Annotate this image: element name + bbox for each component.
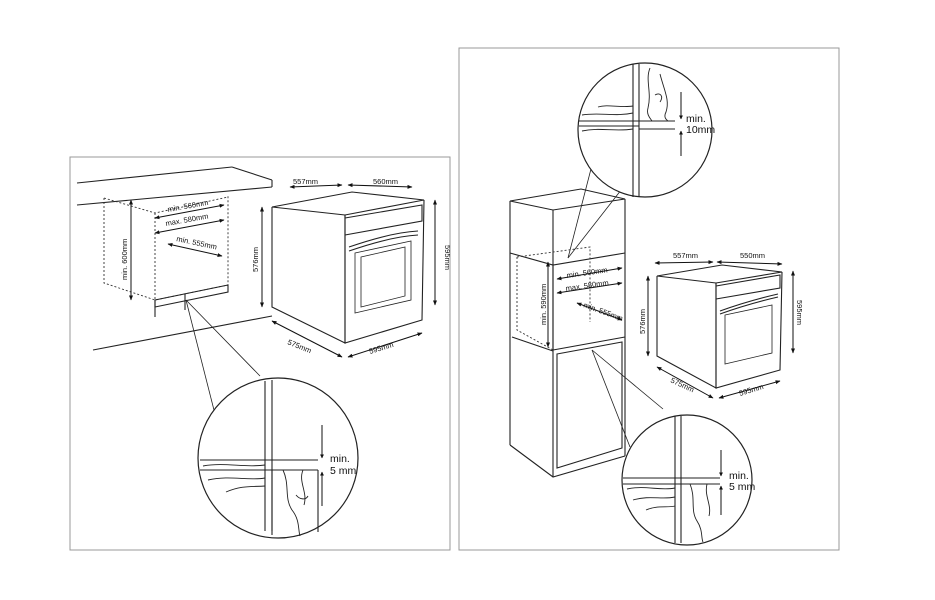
left-oven-depth-top: 557mm — [293, 177, 318, 186]
left-clearance-detail — [185, 299, 359, 539]
right-oven-height-body: 576mm — [638, 309, 647, 334]
right-top-detail-label-line1: min. — [686, 113, 706, 125]
left-oven-height-front: 595mm — [443, 245, 452, 270]
left-oven — [260, 183, 437, 358]
right-oven-height-front: 595mm — [795, 300, 804, 325]
left-cabinet — [76, 166, 273, 351]
right-panel: min. 560mm max. 580mm min. 555mm min. 59… — [458, 47, 840, 551]
left-niche-max-width: max. 580mm — [165, 212, 209, 228]
right-niche-max-width: max. 580mm — [565, 278, 609, 293]
right-oven-depth-bottom: 575mm — [669, 376, 695, 395]
right-niche-min-height: min. 590mm — [539, 284, 548, 325]
right-top-detail-label-line2: 10mm — [686, 124, 715, 136]
right-top-clearance-detail — [567, 62, 713, 259]
right-oven-width-bottom: 595mm — [738, 382, 765, 398]
right-oven-width-top: 550mm — [740, 251, 765, 260]
right-niche-min-depth: min. 555mm — [582, 300, 624, 323]
right-bottom-detail-label-line1: min. — [729, 470, 749, 482]
right-bottom-clearance-detail — [591, 349, 753, 546]
left-oven-width-bottom: 595mm — [368, 340, 395, 356]
left-panel: min. 560mm max. 580mm min. 555mm min. 60… — [69, 156, 452, 551]
right-bottom-detail-label-line2: 5 mm — [729, 481, 756, 493]
left-detail-label-line1: min. — [330, 453, 350, 465]
right-tall-cabinet — [509, 188, 626, 478]
left-detail-label-line2: 5 mm — [330, 465, 357, 477]
left-niche-min-depth: min. 555mm — [176, 234, 218, 251]
left-oven-height-body: 576mm — [251, 247, 260, 272]
right-oven — [646, 260, 795, 399]
left-niche-min-height: min. 600mm — [120, 239, 129, 280]
left-panel-frame — [69, 156, 451, 551]
right-panel-frame — [458, 47, 840, 551]
left-oven-width-top: 560mm — [373, 177, 398, 186]
right-niche-min-width: min. 560mm — [566, 265, 608, 280]
right-oven-depth-top: 557mm — [673, 251, 698, 260]
